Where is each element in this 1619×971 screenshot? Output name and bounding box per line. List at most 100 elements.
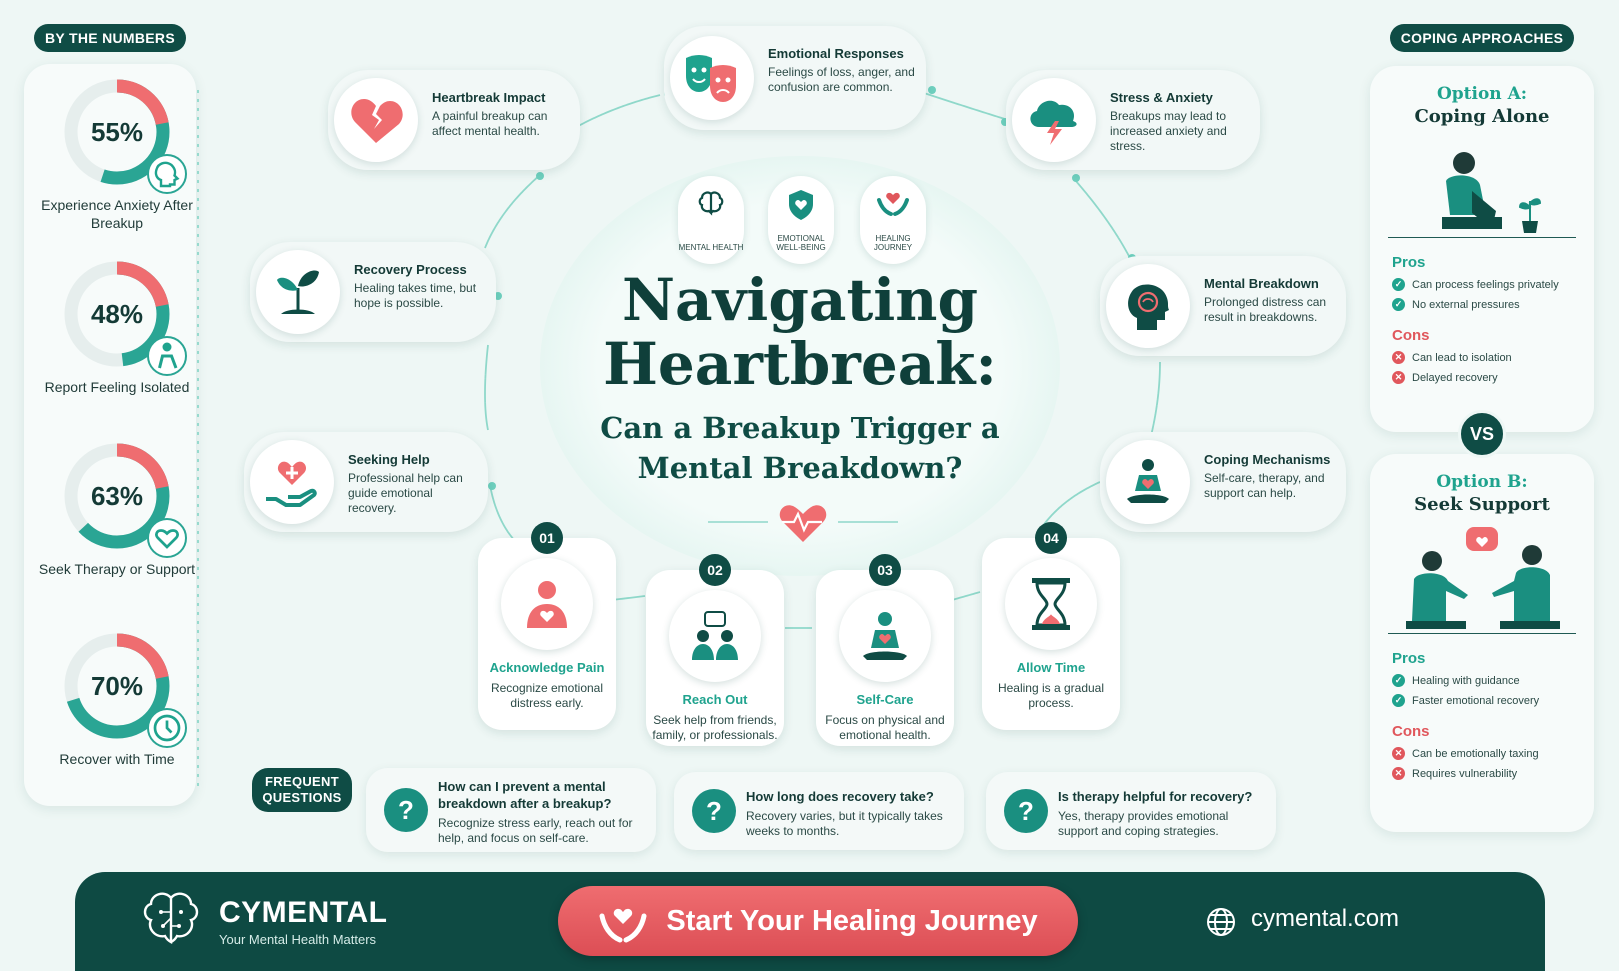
broken-heart-icon [334, 78, 418, 162]
globe-icon [1207, 908, 1235, 936]
con-item: Can be emotionally taxing [1412, 747, 1539, 760]
con-item: Can lead to isolation [1412, 351, 1512, 364]
faq-question: How can I prevent a mental breakdown aft… [438, 779, 612, 811]
frequent-questions-label: FREQUENT QUESTIONS [252, 768, 352, 812]
vs-badge: VS [1458, 410, 1506, 458]
hourglass-icon [1005, 558, 1097, 650]
stat-label: Report Feeling Isolated [44, 379, 190, 395]
stat-ring-3 [64, 633, 170, 739]
meditation-icon [839, 590, 931, 682]
node-title: Coping Mechanisms [1204, 452, 1331, 467]
option-name: Coping Alone [1414, 106, 1550, 127]
cons-heading: Cons [1392, 723, 1430, 740]
x-icon: ✕ [1392, 767, 1405, 780]
cta-label: Start Your Healing Journey [666, 904, 1038, 937]
website-link[interactable]: cymental.com [1251, 905, 1400, 932]
start-healing-journey-button[interactable]: Start Your Healing Journey [558, 886, 1078, 956]
check-icon: ✓ [1392, 694, 1405, 707]
step-number: 04 [1035, 522, 1067, 554]
cons-heading: Cons [1392, 327, 1430, 344]
meditation-icon [1106, 440, 1190, 524]
stat-ring-0 [64, 79, 170, 185]
ring-accent-arc [64, 443, 170, 549]
pros-heading: Pros [1392, 650, 1426, 667]
faq-item[interactable]: ? Is therapy helpful for recovery? Yes, t… [986, 772, 1276, 850]
stat-anxiety: 55% Experience Anxiety After Breakup [28, 76, 206, 232]
node-text: Self-care, therapy, and support can help… [1204, 471, 1325, 500]
node-text: A painful breakup can affect mental heal… [432, 109, 548, 138]
heartbeat-heart-icon [708, 505, 898, 542]
hands-heart-icon [599, 908, 647, 943]
option-kicker: Option B: [1436, 472, 1528, 492]
step-self-care: 03 Self-Care Focus on physical and emoti… [816, 554, 954, 746]
step-number: 03 [869, 554, 901, 586]
storm-cloud-icon [1012, 78, 1096, 162]
question-icon: ? [384, 788, 428, 832]
heart-hands-icon [147, 518, 187, 558]
faq-item[interactable]: ? How long does recovery take?Recovery v… [674, 772, 964, 850]
head-brain-icon [1106, 264, 1190, 348]
people-support-icon [1406, 527, 1560, 629]
node-heartbreak-impact: Heartbreak Impact A painful breakup can a… [328, 70, 580, 170]
x-icon: ✕ [1392, 371, 1405, 384]
step-reach-out: 02 Reach Out Seek help from friends, fam… [646, 554, 784, 746]
hand-heart-plus-icon [250, 440, 334, 524]
node-text: Professional help can guide emotional re… [348, 471, 463, 515]
check-icon: ✓ [1392, 674, 1405, 687]
head-icon [147, 154, 187, 194]
sprout-icon [256, 250, 340, 334]
faq-answer: Yes, therapy provides emotional support … [1058, 809, 1229, 838]
brain-logo-icon [143, 892, 199, 944]
step-title: Acknowledge Pain [489, 660, 605, 675]
stat-ring-1 [64, 261, 170, 367]
person-alone-icon [1442, 152, 1542, 233]
healing-journey-badge: HEALING JOURNEY [860, 176, 926, 264]
step-title: Allow Time [1016, 660, 1086, 675]
step-number: 01 [531, 522, 563, 554]
sitting-person-icon [147, 336, 187, 376]
stat-isolated: 48% Report Feeling Isolated [28, 258, 206, 396]
page-title: Navigating Heartbreak: [603, 266, 997, 398]
option-b-card: Option B: Seek Support Pros ✓Healing wit… [1370, 454, 1594, 832]
brand-tagline: Your Mental Health Matters [219, 932, 377, 947]
faq-question: Is therapy helpful for recovery? [1058, 789, 1253, 804]
emotional-wellbeing-badge: EMOTIONAL WELL-BEING [768, 176, 834, 264]
stat-ring-2 [64, 443, 170, 549]
con-item: Requires vulnerability [1412, 767, 1518, 780]
brain-icon [698, 191, 724, 216]
step-text: Seek help from friends, family, or profe… [652, 713, 778, 742]
node-text: Prolonged distress can result in breakdo… [1204, 295, 1327, 324]
x-icon: ✕ [1392, 351, 1405, 364]
step-text: Recognize emotional distress early. [490, 681, 604, 710]
node-title: Seeking Help [348, 452, 430, 467]
by-the-numbers-label: BY THE NUMBERS [34, 24, 186, 52]
coping-approaches-label: COPING APPROACHES [1390, 24, 1574, 52]
node-text: Breakups may lead to increased anxiety a… [1110, 109, 1227, 153]
page-subtitle: Can a Breakup Trigger a Mental Breakdown… [600, 411, 1000, 485]
option-kicker: Option A: [1436, 84, 1528, 104]
question-icon: ? [1004, 789, 1048, 833]
question-icon: ? [692, 789, 736, 833]
faq-answer: Recognize stress early, reach out for he… [438, 816, 633, 845]
node-text: Healing takes time, but hope is possible… [354, 281, 477, 310]
brand-name: CYMENTAL [219, 896, 388, 929]
step-number: 02 [699, 554, 731, 586]
mental-health-badge: MENTAL HEALTH [678, 176, 744, 264]
x-icon: ✕ [1392, 747, 1405, 760]
stat-recover: 70% Recover with Time [28, 630, 206, 768]
stat-label: Experience Anxiety After Breakup [41, 197, 193, 231]
hands-heart-icon [877, 192, 909, 216]
stat-value: 63% [90, 480, 144, 511]
badge-label: EMOTIONAL WELL-BEING [776, 234, 826, 252]
node-title: Mental Breakdown [1204, 276, 1319, 291]
stat-label: Seek Therapy or Support [38, 561, 196, 577]
faq-item[interactable]: ? How can I prevent a mental breakdown a… [366, 768, 656, 852]
person-heart-icon [501, 558, 593, 650]
faq-question: How long does recovery take? [746, 789, 934, 804]
node-title: Heartbreak Impact [432, 90, 546, 105]
